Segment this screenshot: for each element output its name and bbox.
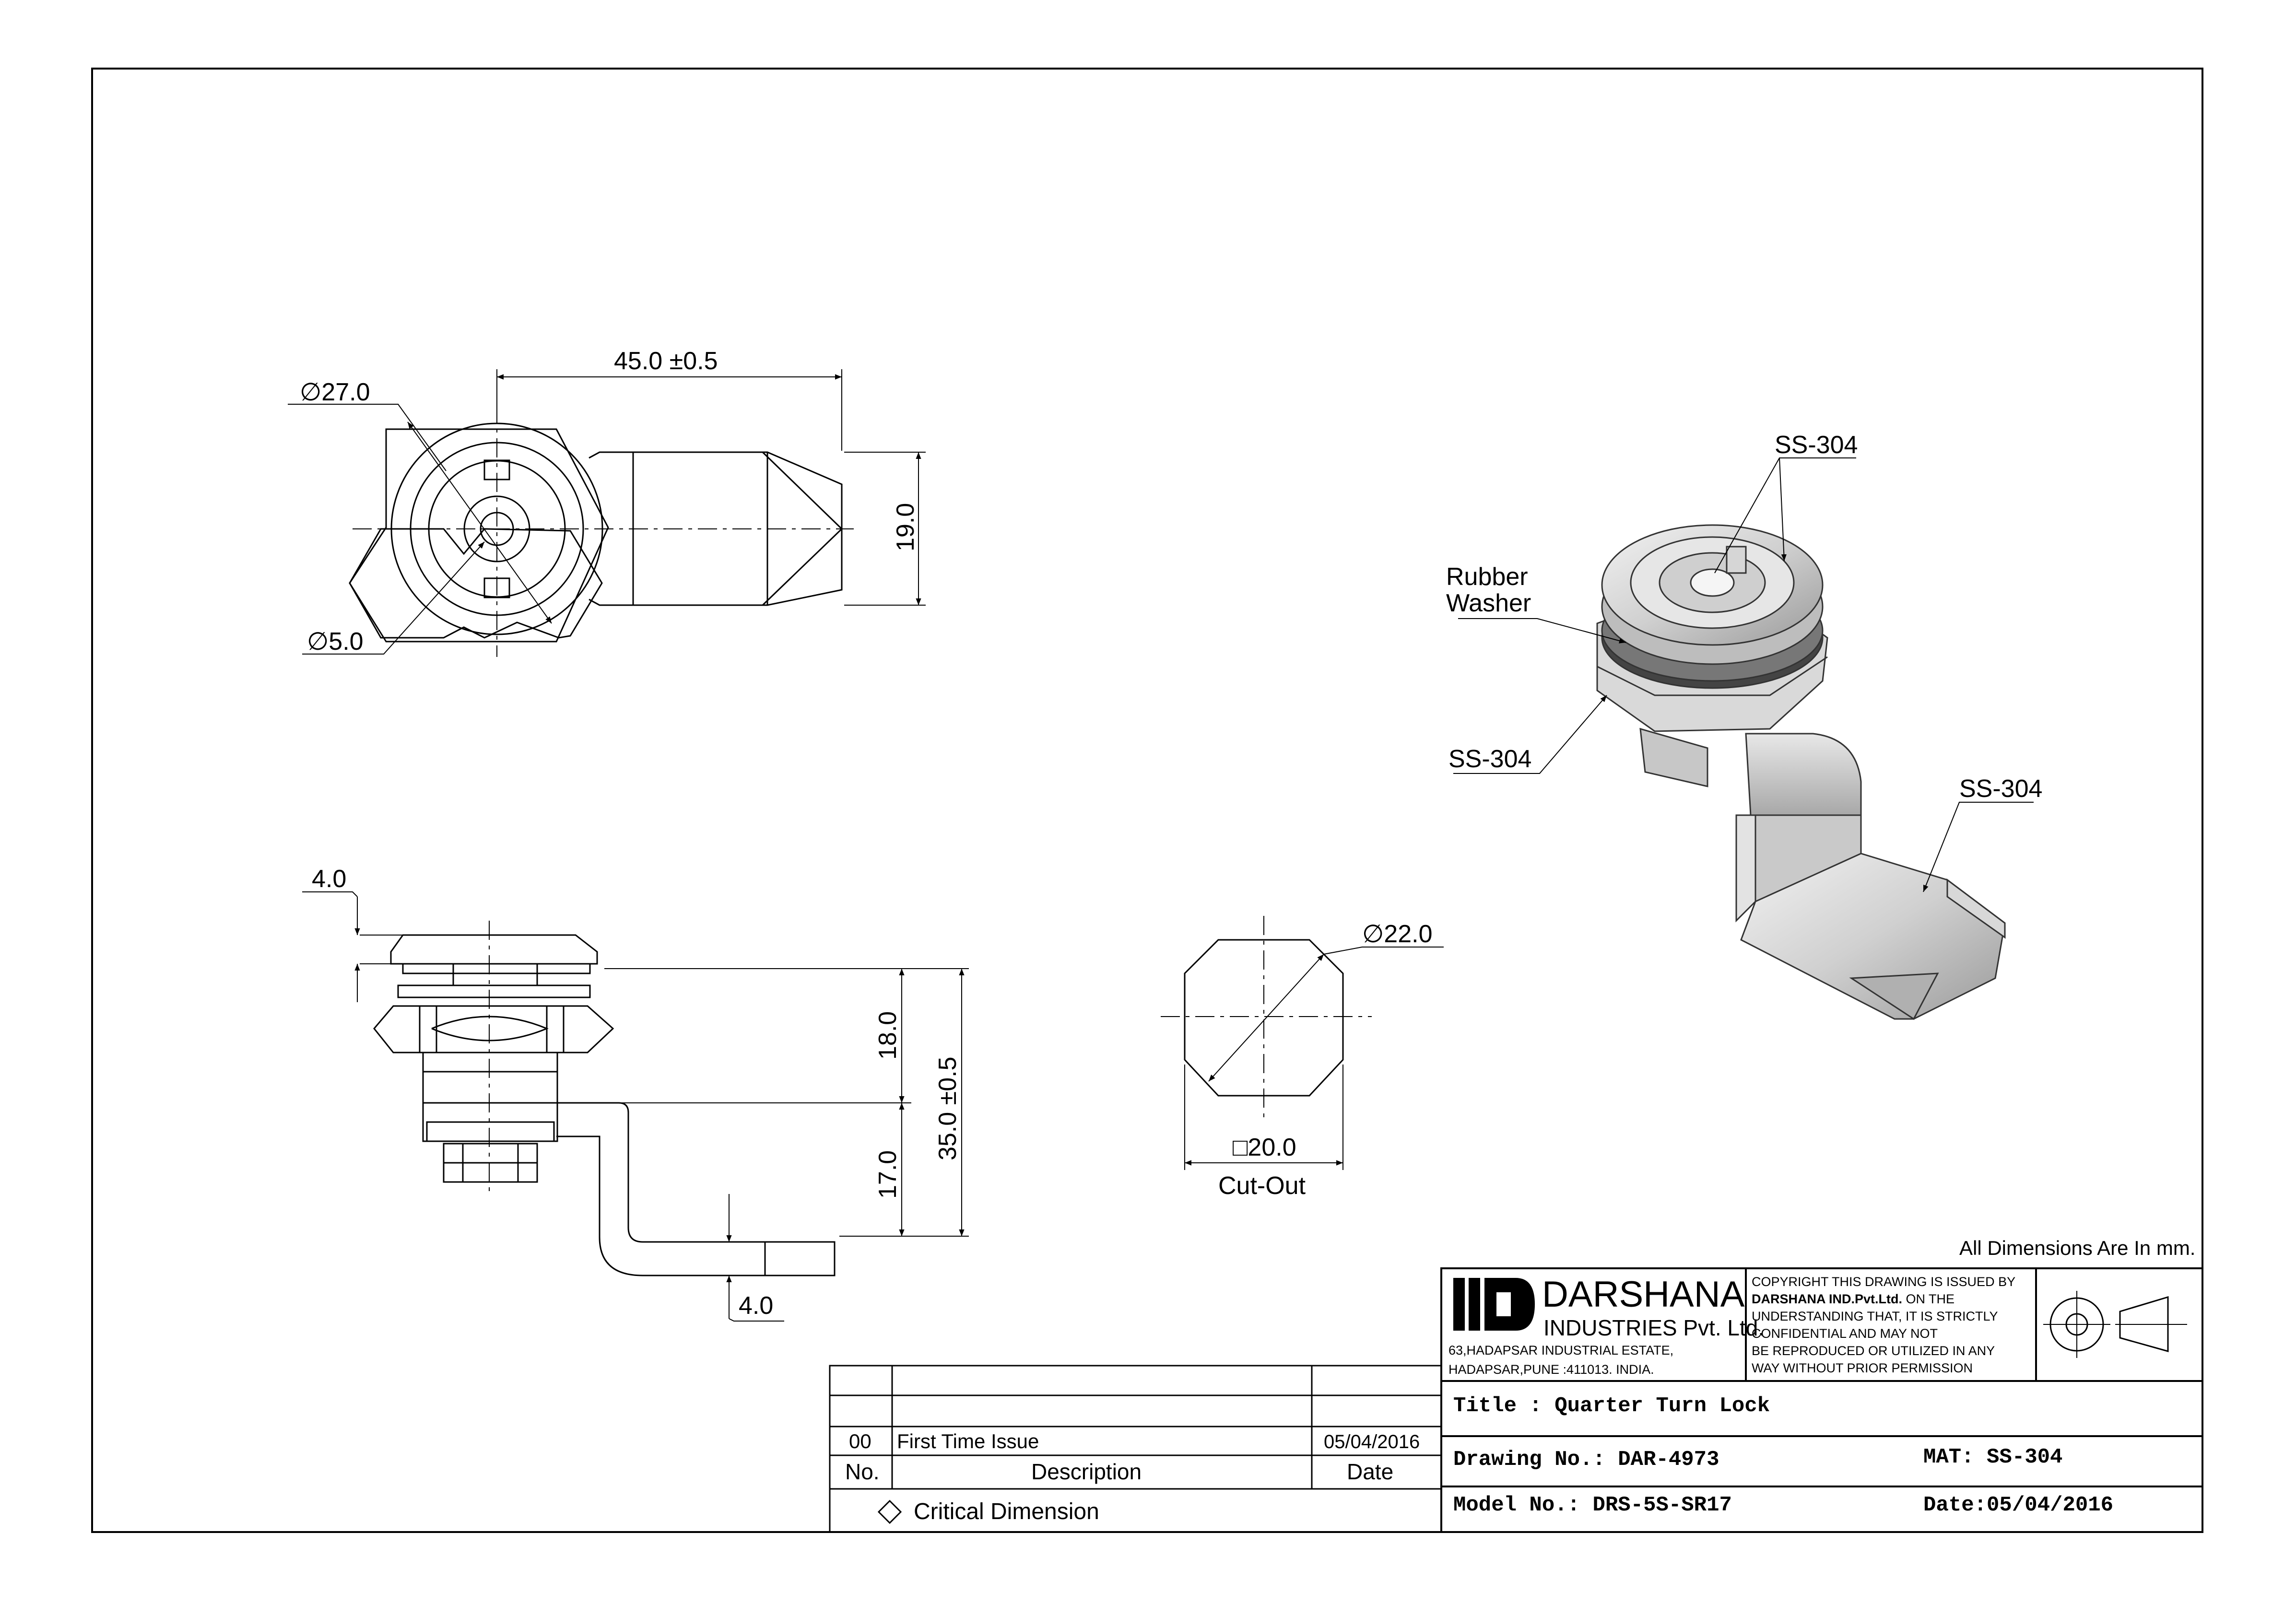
copyright-line-2: DARSHANA IND.Pvt.Ltd. ON THE (1752, 1292, 1955, 1306)
iso-view (1453, 457, 2034, 1020)
dim-cam-thk: 4.0 (739, 1292, 773, 1320)
cutout-label: Cut-Out (1218, 1172, 1306, 1200)
label-ss304-cam: SS-304 (1959, 775, 2042, 803)
dim-upper-len: 18.0 (874, 1011, 902, 1060)
revision-date: 05/04/2016 (1324, 1431, 1420, 1452)
drawing-date: Date:05/04/2016 (1923, 1493, 2113, 1517)
drawing-number: Drawing No.: DAR-4973 (1453, 1448, 1719, 1472)
company-subname: INDUSTRIES Pvt. Ltd. (1543, 1315, 1764, 1340)
dim-flange-thk: 4.0 (312, 865, 346, 893)
top-view (288, 369, 926, 657)
cutout-view (1161, 916, 1444, 1170)
copyright-line-6: WAY WITHOUT PRIOR PERMISSION (1752, 1361, 1973, 1375)
header-description: Description (1031, 1459, 1142, 1484)
drawing-title: Title : Quarter Turn Lock (1453, 1394, 1770, 1418)
revision-no: 00 (849, 1430, 871, 1452)
company-logo (1453, 1278, 1535, 1331)
projection-symbol-icon (2043, 1291, 2187, 1358)
critical-diamond-icon (877, 1499, 902, 1524)
company-address-1: 63,HADAPSAR INDUSTRIAL ESTATE, (1448, 1343, 1673, 1357)
copyright-line-4: CONFIDENTIAL AND MAY NOT (1752, 1326, 1938, 1341)
critical-dimension-note: Critical Dimension (914, 1499, 1099, 1524)
copyright-line-3: UNDERSTANDING THAT, IT IS STRICTLY (1752, 1309, 1998, 1323)
dim-cutout-dia: ∅22.0 (1362, 920, 1433, 948)
header-date: Date (1347, 1459, 1393, 1484)
dim-total-len: 35.0 ±0.5 (934, 1057, 962, 1160)
dim-top-width: 45.0 ±0.5 (614, 347, 718, 375)
label-rubber-washer-2: Washer (1446, 589, 1531, 617)
label-rubber-washer-1: Rubber (1446, 563, 1528, 591)
revision-description: First Time Issue (897, 1430, 1039, 1452)
label-ss304-top: SS-304 (1775, 431, 1858, 459)
dim-lower-len: 17.0 (874, 1150, 902, 1199)
dim-inner-dia: ∅5.0 (307, 628, 364, 655)
company-address-2: HADAPSAR,PUNE :411013. INDIA. (1448, 1362, 1654, 1377)
dim-cam-height: 19.0 (892, 503, 919, 551)
front-view (302, 891, 969, 1322)
model-number: Model No.: DRS-5S-SR17 (1453, 1493, 1732, 1517)
company-name: DARSHANA (1542, 1274, 1745, 1315)
copyright-line-5: BE REPRODUCED OR UTILIZED IN ANY (1752, 1344, 1995, 1358)
dim-cutout-square: □20.0 (1233, 1134, 1296, 1161)
revision-table (829, 1365, 1442, 1533)
units-note: All Dimensions Are In mm. (1959, 1237, 2195, 1259)
copyright-line-1: COPYRIGHT THIS DRAWING IS ISSUED BY (1752, 1275, 2015, 1289)
label-ss304-nut: SS-304 (1448, 745, 1531, 773)
header-no: No. (845, 1459, 880, 1484)
drawing-material: MAT: SS-304 (1923, 1445, 2062, 1469)
dim-outer-dia: ∅27.0 (300, 378, 370, 406)
